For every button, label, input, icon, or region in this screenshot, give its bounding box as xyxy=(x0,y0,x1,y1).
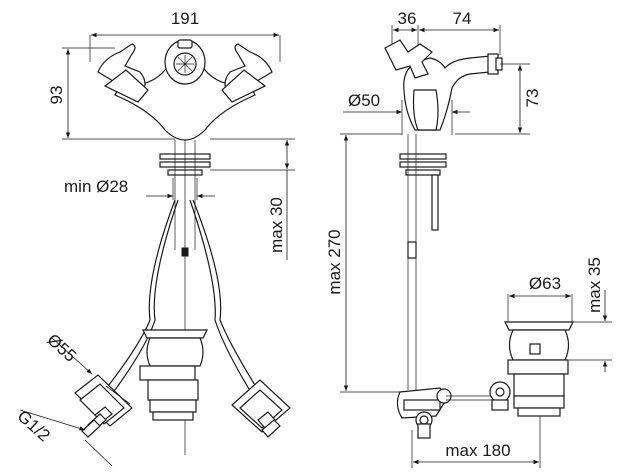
spout-height-dimension: 73 xyxy=(455,63,542,135)
spout-label: 74 xyxy=(453,9,472,28)
offset-label: 36 xyxy=(398,9,417,28)
side-view: 36 74 Ø50 73 xyxy=(325,9,612,468)
height-dimension: 93 xyxy=(47,47,175,140)
base-diameter-dimension: Ø50 xyxy=(343,91,470,135)
width-label: 191 xyxy=(171,9,199,28)
max-reach-label: max 180 xyxy=(445,441,510,460)
drain-diameter-dimension: Ø63 xyxy=(507,274,573,322)
mounting-stud xyxy=(159,140,211,257)
max-height-dimension: max 270 xyxy=(325,133,402,393)
hole-diameter-dimension: min Ø28 xyxy=(64,177,215,200)
deck-thickness-label: max 30 xyxy=(267,197,286,253)
aerator-mesh xyxy=(176,55,194,73)
drain-max-dimension: max 35 xyxy=(569,257,612,372)
thread-label: G1/2 xyxy=(14,407,54,446)
mixer-body xyxy=(97,39,273,141)
side-inlet-fittings xyxy=(396,387,496,439)
flange-diameter-label: Ø55 xyxy=(43,330,80,366)
height-label: 93 xyxy=(47,86,66,105)
drain-max-label: max 35 xyxy=(585,257,604,313)
side-mixer-body xyxy=(384,39,503,131)
max-height-label: max 270 xyxy=(325,229,344,294)
base-diameter-label: Ø50 xyxy=(348,91,380,110)
spout-height-label: 73 xyxy=(523,89,542,108)
offset-dimension: 36 74 xyxy=(391,9,501,55)
side-mounting-stud xyxy=(399,134,447,390)
side-waste-assembly xyxy=(489,321,574,417)
left-inlet xyxy=(74,374,133,438)
right-inlet xyxy=(231,379,291,438)
supply-hoses xyxy=(104,199,259,455)
max-reach-dimension: max 180 xyxy=(411,416,541,468)
front-view: 191 93 xyxy=(14,9,295,467)
drain-diameter-label: Ø63 xyxy=(529,274,561,293)
deck-thickness-dimension: max 30 xyxy=(210,138,295,260)
width-dimension: 191 xyxy=(89,9,281,62)
hole-diameter-label: min Ø28 xyxy=(64,177,128,196)
front-waste-assembly xyxy=(139,329,208,421)
